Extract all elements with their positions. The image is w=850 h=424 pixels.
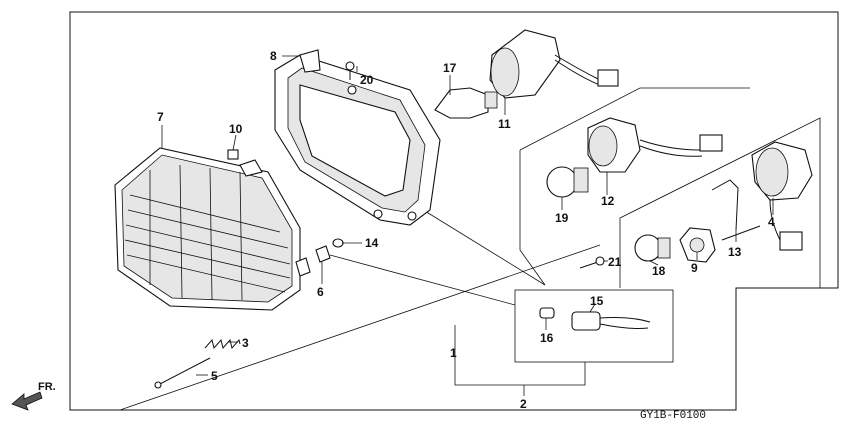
group-box-15-16 <box>514 289 674 363</box>
grommet-14 <box>332 238 344 248</box>
bulb-16 <box>539 307 555 319</box>
bracket-1 <box>454 325 586 386</box>
adjusting-screw-5 <box>154 357 211 389</box>
direction-label: FR. <box>38 381 56 393</box>
wire-13 <box>711 179 761 241</box>
bulb-17 <box>434 87 498 119</box>
callout-3: 3 <box>242 336 249 350</box>
clip-6 <box>315 245 331 263</box>
diagram-code: GY1B-F0100 <box>640 410 706 422</box>
spring-3 <box>204 338 241 350</box>
callout-17: 17 <box>443 61 457 75</box>
callout-2: 2 <box>520 397 527 411</box>
callout-11: 11 <box>498 117 511 131</box>
group-line-long <box>119 244 601 411</box>
callout-13: 13 <box>728 245 742 259</box>
callout-18: 18 <box>652 264 666 278</box>
socket-4 <box>751 141 813 251</box>
callout-6: 6 <box>317 285 324 299</box>
headlight-unit <box>114 147 311 311</box>
callout-5: 5 <box>211 369 218 383</box>
callout-16: 16 <box>540 331 554 345</box>
callout-8: 8 <box>270 49 277 63</box>
bulb-19 <box>546 166 589 198</box>
front-direction-arrow: FR. <box>11 381 56 411</box>
callout-4: 4 <box>768 215 775 229</box>
bulb-18 <box>634 234 671 262</box>
callout-21: 21 <box>608 255 622 269</box>
callout-10: 10 <box>229 122 243 136</box>
socket-9 <box>679 227 716 263</box>
nut-10 <box>227 149 239 160</box>
headlight-case <box>274 49 441 226</box>
callout-12: 12 <box>601 194 615 208</box>
callout-19: 19 <box>555 211 569 225</box>
callout-15: 15 <box>590 294 604 308</box>
callout-9: 9 <box>691 261 698 275</box>
socket-12 <box>587 117 723 173</box>
socket-11 <box>489 29 619 99</box>
screw-20 <box>345 61 355 80</box>
group-line-center <box>419 207 546 286</box>
screw-21 <box>579 256 605 269</box>
group-line-upper <box>519 87 750 151</box>
callout-14: 14 <box>365 236 379 250</box>
callout-20: 20 <box>360 73 374 87</box>
leader-lines <box>161 55 774 396</box>
group-line-right <box>619 117 821 288</box>
socket-15 <box>571 311 651 331</box>
callout-7: 7 <box>157 110 164 124</box>
group-line-mid <box>519 249 546 286</box>
diagram-frame <box>69 11 839 411</box>
callout-1: 1 <box>450 346 457 360</box>
